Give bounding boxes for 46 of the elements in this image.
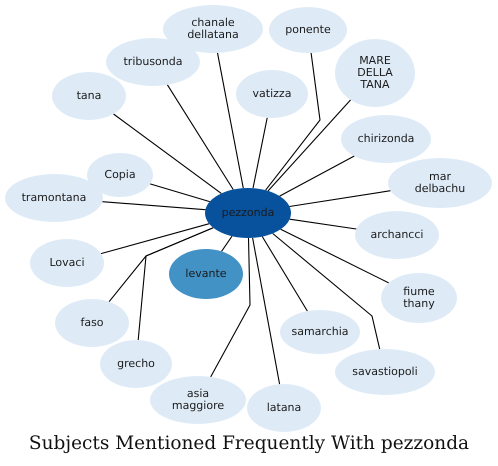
central-topic-ellipse xyxy=(205,188,291,238)
topic-ellipse xyxy=(150,376,246,424)
connector-line xyxy=(268,100,351,192)
topic-ellipse xyxy=(381,273,457,323)
node-label: chirizonda xyxy=(358,133,414,145)
node-label: MARE DELLA TANA xyxy=(356,55,394,91)
node-label: vatizza xyxy=(252,88,292,100)
connector-line xyxy=(138,227,214,340)
node-label: latana xyxy=(266,402,302,414)
node-label: levante xyxy=(185,268,227,280)
connector-line xyxy=(100,223,210,254)
connector-line xyxy=(102,201,206,210)
node-label: ponente xyxy=(285,24,331,36)
node-label: grecho xyxy=(117,358,155,370)
node-label: samarchia xyxy=(291,326,349,338)
node-label: fiume thany xyxy=(402,286,436,310)
diagram-title: Subjects Mentioned Frequently With pezzonda xyxy=(28,432,470,455)
topic-ellipse xyxy=(269,7,347,53)
node-label: mar delbachu xyxy=(414,171,466,195)
node-label: tribusonda xyxy=(123,56,182,68)
connector-line xyxy=(221,236,232,252)
connector-line xyxy=(150,183,210,202)
connector-line xyxy=(113,114,222,194)
node-label: savastiopoli xyxy=(352,366,418,378)
connector-line xyxy=(279,156,355,197)
connector-line xyxy=(265,52,321,191)
node-label: faso xyxy=(80,317,104,329)
connector-line xyxy=(252,238,280,384)
node-label: archancci xyxy=(370,229,424,241)
connector-line xyxy=(280,228,389,284)
connector-line xyxy=(252,118,268,188)
connector-line xyxy=(289,190,391,208)
node-label: Copia xyxy=(104,169,136,181)
node-label: pezzonda xyxy=(222,207,274,219)
connector-line xyxy=(272,233,380,350)
node-label: chanale dellatana xyxy=(186,17,240,41)
connector-line xyxy=(166,84,234,190)
node-label: Lovaci xyxy=(49,257,85,269)
connector-line xyxy=(210,238,251,378)
node-label: tramontana xyxy=(22,192,86,204)
connector-line xyxy=(290,218,356,230)
node-label: asia maggiore xyxy=(170,388,226,412)
topic-ellipse xyxy=(247,384,321,432)
connector-line xyxy=(216,52,244,188)
node-label: tana xyxy=(76,90,102,102)
connector-line xyxy=(262,236,308,312)
